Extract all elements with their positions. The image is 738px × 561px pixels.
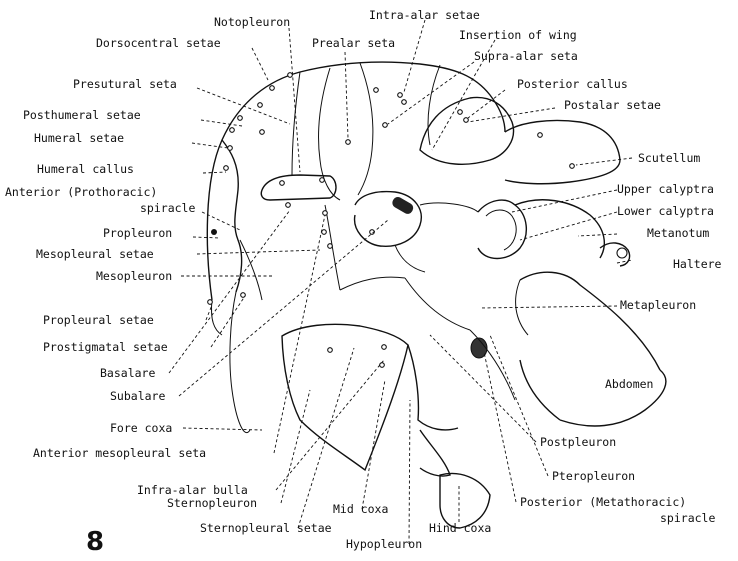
label-infra-alar-bulla: Infra-alar bulla — [137, 483, 248, 497]
label-fore-coxa: Fore coxa — [110, 421, 172, 435]
label-propleural-setae: Propleural setae — [43, 313, 154, 327]
label-postalar-setae: Postalar setae — [564, 98, 661, 112]
label-intra-alar-setae: Intra-alar setae — [369, 8, 480, 22]
label-sternopleuron: Sternopleuron — [167, 496, 257, 510]
label-hypopleuron: Hypopleuron — [346, 537, 422, 551]
label-propleuron: Propleuron — [103, 226, 172, 240]
label-subalare: Subalare — [110, 389, 165, 403]
label-postpleuron: Postpleuron — [540, 435, 616, 449]
label-haltere: Haltere — [673, 257, 722, 271]
label-metanotum: Metanotum — [647, 226, 709, 240]
label-mid-coxa: Mid coxa — [333, 502, 388, 516]
label-hind-coxa: Hind coxa — [429, 521, 491, 535]
label-humeral-setae: Humeral setae — [34, 131, 124, 145]
label-posterior-metathoracic-line1: Posterior (Metathoracic) — [520, 495, 686, 509]
label-notopleuron: Notopleuron — [214, 15, 290, 29]
setae-points — [208, 73, 575, 368]
figure-number: 8 — [86, 527, 104, 557]
label-mesopleural-setae: Mesopleural setae — [36, 247, 154, 261]
label-sternopleural-setae: Sternopleural setae — [200, 521, 332, 535]
label-dorsocentral-setae: Dorsocentral setae — [96, 36, 221, 50]
thorax-outline — [207, 62, 666, 528]
label-anterior-prothoracic-line2: spiracle — [140, 201, 195, 215]
label-presutural-seta: Presutural seta — [73, 77, 177, 91]
label-scutellum: Scutellum — [638, 151, 700, 165]
label-posthumeral-setae: Posthumeral setae — [23, 108, 141, 122]
label-pteropleuron: Pteropleuron — [552, 469, 635, 483]
label-mesopleuron: Mesopleuron — [96, 269, 172, 283]
label-lower-calyptra: Lower calyptra — [617, 204, 714, 218]
label-supra-alar-seta: Supra-alar seta — [474, 49, 578, 63]
label-prealar-seta: Prealar seta — [312, 36, 395, 50]
label-posterior-callus: Posterior callus — [517, 77, 628, 91]
label-prostigmatal-setae: Prostigmatal setae — [43, 340, 168, 354]
label-abdomen: Abdomen — [605, 377, 653, 391]
label-posterior-metathoracic-line2: spiracle — [660, 511, 715, 525]
label-upper-calyptra: Upper calyptra — [617, 182, 714, 196]
labels: Notopleuron Intra-alar setae Insertion o… — [5, 8, 722, 557]
label-basalare: Basalare — [100, 366, 155, 380]
label-metapleuron: Metapleuron — [620, 298, 696, 312]
label-anterior-prothoracic-line1: Anterior (Prothoracic) — [5, 185, 157, 199]
label-insertion-of-wing: Insertion of wing — [459, 28, 577, 42]
label-anterior-mesopleural-seta: Anterior mesopleural seta — [33, 446, 206, 460]
label-humeral-callus: Humeral callus — [37, 162, 134, 176]
